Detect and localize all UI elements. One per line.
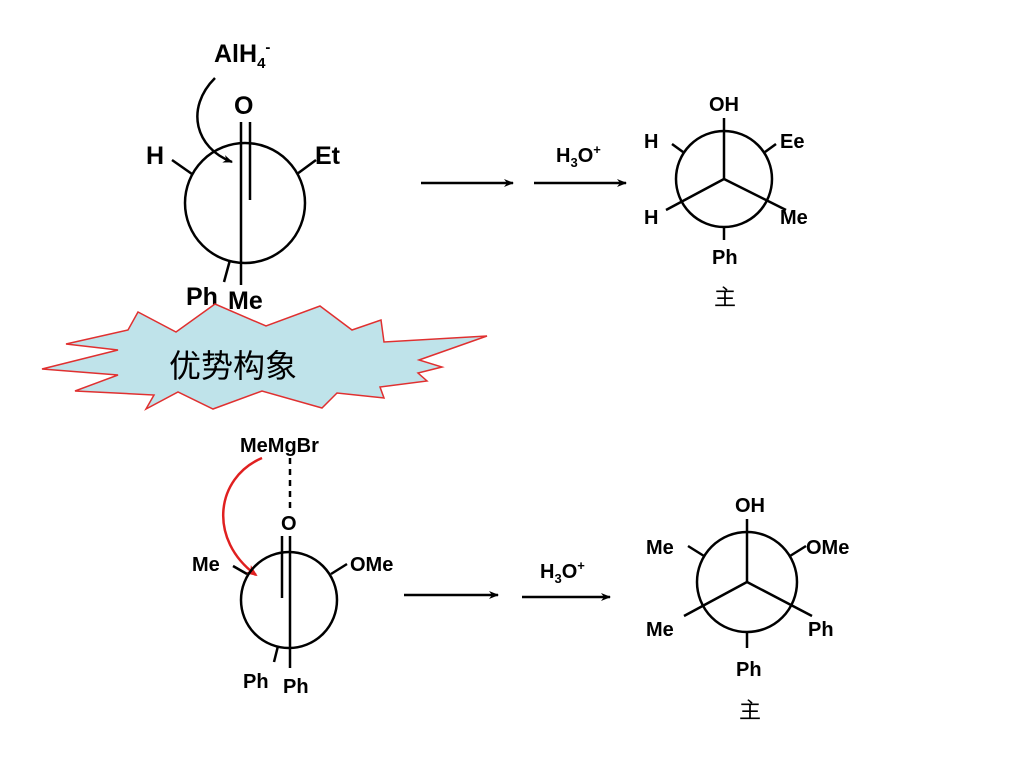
top-hydrolysis-label: H3O+ bbox=[556, 142, 601, 170]
bottom-product-bond-ll bbox=[683, 580, 748, 618]
top-carbonyl-o: O bbox=[234, 92, 253, 120]
top-left-h: H bbox=[146, 142, 164, 170]
top-product-bond-ll bbox=[665, 177, 725, 212]
top-bond-ph bbox=[222, 259, 232, 283]
top-product-ul: H bbox=[644, 131, 658, 153]
bottom-bond-ome bbox=[330, 562, 348, 576]
bottom-left-me: Me bbox=[192, 554, 220, 576]
bottom-bond-ph-left bbox=[272, 645, 280, 663]
bottom-product-ul: Me bbox=[646, 537, 674, 559]
bottom-product-lr: Ph bbox=[808, 619, 834, 641]
bottom-carbonyl-o: O bbox=[281, 513, 297, 535]
bottom-ph-left: Ph bbox=[243, 671, 269, 693]
bottom-product-newman: OH Me OMe Me Ph Ph 主 bbox=[646, 495, 849, 724]
bottom-product-ph: Ph bbox=[736, 659, 762, 681]
bottom-product-oh: OH bbox=[735, 495, 765, 517]
bottom-bond-me bbox=[232, 564, 248, 576]
top-product-bond-ur bbox=[764, 142, 777, 154]
top-bond-et bbox=[296, 158, 317, 176]
top-product-newman: OH H Ee H Me Ph 主 bbox=[644, 94, 808, 311]
top-product-oh: OH bbox=[709, 94, 739, 116]
bottom-product-ll: Me bbox=[646, 619, 674, 641]
banner-label: 优势构象 bbox=[169, 347, 297, 385]
top-product-lr: Me bbox=[780, 207, 808, 229]
top-product-ll: H bbox=[644, 207, 658, 229]
bottom-right-ome: OMe bbox=[350, 554, 393, 576]
bottom-hydrolysis-label: H3O+ bbox=[540, 558, 585, 586]
top-bond-h bbox=[171, 158, 193, 176]
bottom-product-bond-ur bbox=[789, 544, 807, 558]
top-product-major-label: 主 bbox=[714, 286, 736, 311]
bottom-grignard-attack-arrow bbox=[222, 456, 263, 577]
bottom-product-ur: OMe bbox=[806, 537, 849, 559]
bottom-ph-right: Ph bbox=[283, 676, 309, 698]
top-newman-circle bbox=[183, 141, 307, 265]
bottom-product-bond-lr bbox=[746, 580, 813, 618]
bottom-reactant-newman: MeMgBr O Me OMe Ph Ph bbox=[192, 435, 393, 698]
starburst-shape bbox=[41, 303, 488, 411]
top-bottom-me: Me bbox=[228, 287, 263, 315]
preferred-conformation-banner: 优势构象 bbox=[41, 303, 488, 411]
top-product-bond-ul bbox=[671, 142, 684, 154]
bottom-reagent: MeMgBr bbox=[240, 435, 319, 457]
top-product-ur: Ee bbox=[780, 131, 804, 153]
top-reactant-newman: AlH4- O H Et Ph Me bbox=[146, 39, 341, 315]
top-right-et: Et bbox=[315, 142, 341, 170]
bottom-product-bond-ul bbox=[687, 544, 705, 558]
top-product-ph: Ph bbox=[712, 247, 738, 269]
top-product-bond-lr bbox=[723, 177, 787, 212]
top-hydride-attack-arrow bbox=[196, 77, 233, 164]
top-reagent: AlH4- bbox=[214, 39, 270, 72]
bottom-product-major-label: 主 bbox=[739, 699, 761, 724]
